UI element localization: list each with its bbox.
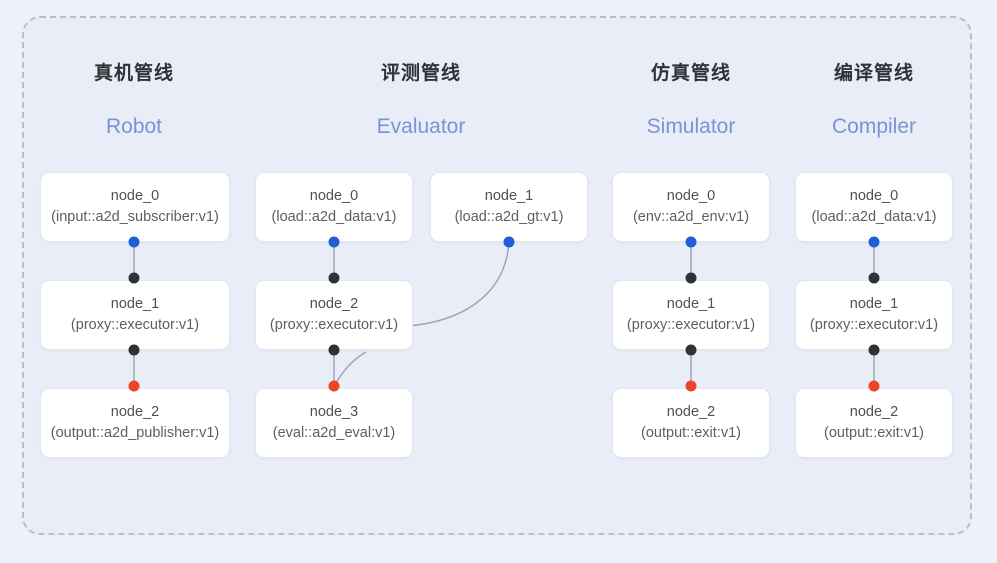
- node-evaluator-0[interactable]: node_0 (load::a2d_data:v1): [255, 172, 413, 242]
- port-output-simulator-0[interactable]: [685, 236, 697, 248]
- node-id: node_1: [110, 296, 160, 312]
- node-simulator-1[interactable]: node_1 (proxy::executor:v1): [612, 280, 770, 350]
- node-compiler-2[interactable]: node_2 (output::exit:v1): [795, 388, 953, 458]
- port-input-robot-2[interactable]: [128, 380, 140, 392]
- port-output-evaluator-0[interactable]: [328, 236, 340, 248]
- node-kind: (load::a2d_gt:v1): [454, 209, 564, 225]
- node-id: node_1: [484, 188, 534, 204]
- node-evaluator-2[interactable]: node_2 (proxy::executor:v1): [255, 280, 413, 350]
- node-kind: (load::a2d_data:v1): [811, 209, 937, 225]
- node-kind: (output::exit:v1): [824, 425, 924, 441]
- port-output-simulator-1[interactable]: [685, 344, 697, 356]
- node-kind: (input::a2d_subscriber:v1): [51, 209, 219, 225]
- node-robot-2[interactable]: node_2 (output::a2d_publisher:v1): [40, 388, 230, 458]
- node-compiler-1[interactable]: node_1 (proxy::executor:v1): [795, 280, 953, 350]
- node-id: node_0: [309, 188, 359, 204]
- port-output-robot-1[interactable]: [128, 344, 140, 356]
- node-simulator-2[interactable]: node_2 (output::exit:v1): [612, 388, 770, 458]
- port-input-evaluator-2[interactable]: [328, 272, 340, 284]
- port-output-robot-0[interactable]: [128, 236, 140, 248]
- node-id: node_3: [309, 404, 359, 420]
- node-compiler-0[interactable]: node_0 (load::a2d_data:v1): [795, 172, 953, 242]
- node-id: node_1: [849, 296, 899, 312]
- node-evaluator-3[interactable]: node_3 (eval::a2d_eval:v1): [255, 388, 413, 458]
- node-id: node_0: [849, 188, 899, 204]
- node-kind: (proxy::executor:v1): [70, 317, 200, 333]
- node-kind: (load::a2d_data:v1): [271, 209, 397, 225]
- port-input-simulator-1[interactable]: [685, 272, 697, 284]
- node-kind: (env::a2d_env:v1): [632, 209, 750, 225]
- node-id: node_1: [666, 296, 716, 312]
- node-kind: (output::a2d_publisher:v1): [50, 425, 220, 441]
- port-output-compiler-0[interactable]: [868, 236, 880, 248]
- node-id: node_2: [110, 404, 160, 420]
- node-simulator-0[interactable]: node_0 (env::a2d_env:v1): [612, 172, 770, 242]
- node-id: node_0: [110, 188, 160, 204]
- node-robot-1[interactable]: node_1 (proxy::executor:v1): [40, 280, 230, 350]
- port-output-evaluator-1[interactable]: [503, 236, 515, 248]
- node-kind: (eval::a2d_eval:v1): [272, 425, 396, 441]
- port-output-evaluator-2[interactable]: [328, 344, 340, 356]
- node-id: node_0: [666, 188, 716, 204]
- node-id: node_2: [309, 296, 359, 312]
- port-input-simulator-2[interactable]: [685, 380, 697, 392]
- node-kind: (proxy::executor:v1): [626, 317, 756, 333]
- port-input-compiler-1[interactable]: [868, 272, 880, 284]
- node-evaluator-1[interactable]: node_1 (load::a2d_gt:v1): [430, 172, 588, 242]
- node-kind: (output::exit:v1): [641, 425, 741, 441]
- port-input-evaluator-3[interactable]: [328, 380, 340, 392]
- node-kind: (proxy::executor:v1): [809, 317, 939, 333]
- port-input-robot-1[interactable]: [128, 272, 140, 284]
- node-id: node_2: [666, 404, 716, 420]
- node-kind: (proxy::executor:v1): [269, 317, 399, 333]
- node-robot-0[interactable]: node_0 (input::a2d_subscriber:v1): [40, 172, 230, 242]
- port-output-compiler-1[interactable]: [868, 344, 880, 356]
- port-input-compiler-2[interactable]: [868, 380, 880, 392]
- node-id: node_2: [849, 404, 899, 420]
